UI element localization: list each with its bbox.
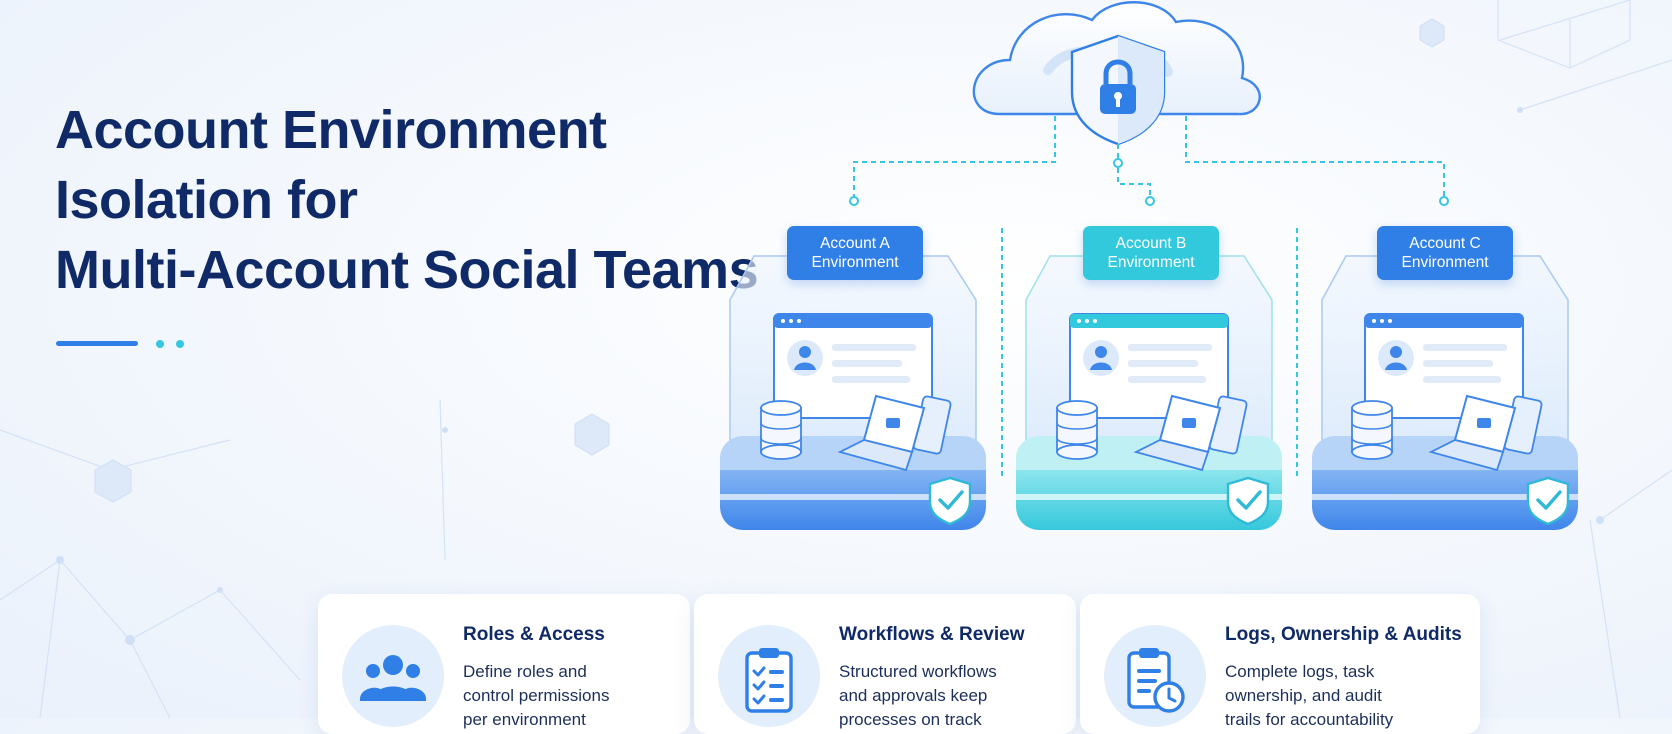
card-desc-line: Define roles and: [463, 662, 587, 681]
environment-a-label: Account A Environment: [787, 226, 923, 280]
environment-b-label: Account B Environment: [1083, 226, 1219, 280]
card-desc-line: control permissions: [463, 686, 610, 705]
environment-b-label-line1: Account B: [1115, 235, 1187, 252]
environment-c-label: Account C Environment: [1377, 226, 1513, 280]
card-title: Roles & Access: [463, 624, 605, 645]
isolation-diagram: [720, 1, 1578, 530]
feature-card-workflows: Workflows & Review Structured workflows …: [694, 594, 1076, 734]
users-icon: [342, 625, 444, 727]
title-underline: [56, 341, 138, 346]
shield-check-icon: [1526, 476, 1570, 526]
feature-card-logs: Logs, Ownership & Audits Complete logs, …: [1080, 594, 1480, 734]
title-dot: [156, 340, 164, 348]
shield-lock-icon: [1070, 34, 1166, 146]
laptop-phone-icon: [1133, 394, 1248, 472]
clipboard-checklist-icon: [718, 625, 820, 727]
environment-c-label-line2: Environment: [1401, 254, 1489, 271]
card-desc-line: Structured workflows: [839, 662, 997, 681]
environment-c-platform: [1312, 255, 1578, 530]
environment-b-label-line2: Environment: [1107, 254, 1195, 271]
card-desc-line: processes on track: [839, 710, 982, 729]
environment-a-label-line2: Environment: [811, 254, 899, 271]
card-desc-line: trails for accountability: [1225, 710, 1394, 729]
card-desc-line: ownership, and audit: [1225, 686, 1382, 705]
card-desc-line: Complete logs, task: [1225, 662, 1375, 681]
page-title: Account Environment Isolation for Multi-…: [55, 95, 759, 305]
database-icon: [1056, 400, 1098, 460]
laptop-phone-icon: [1428, 394, 1543, 472]
title-line-2: Isolation for: [55, 170, 358, 230]
environment-a-platform: [720, 255, 986, 530]
card-description: Structured workflows and approvals keep …: [839, 660, 1039, 732]
shield-check-icon: [1226, 476, 1270, 526]
card-description: Define roles and control permissions per…: [463, 660, 663, 732]
card-desc-line: per environment: [463, 710, 586, 729]
database-icon: [1351, 400, 1393, 460]
title-line-3: Multi-Account Social Teams: [55, 240, 759, 300]
environment-b-platform: [1016, 255, 1282, 530]
environment-c-label-line1: Account C: [1409, 235, 1481, 252]
database-icon: [760, 400, 802, 460]
shield-check-icon: [928, 476, 972, 526]
card-title: Workflows & Review: [839, 624, 1025, 645]
title-dot: [176, 340, 184, 348]
laptop-phone-icon: [837, 394, 952, 472]
feature-card-roles: Roles & Access Define roles and control …: [318, 594, 690, 734]
environment-a-label-line1: Account A: [820, 235, 890, 252]
background-network-decoration: [0, 0, 1672, 718]
title-line-1: Account Environment: [55, 100, 607, 160]
card-desc-line: and approvals keep: [839, 686, 988, 705]
card-description: Complete logs, task ownership, and audit…: [1225, 660, 1425, 732]
log-clock-icon: [1104, 625, 1206, 727]
card-title: Logs, Ownership & Audits: [1225, 624, 1462, 645]
feature-cards: Roles & Access Define roles and control …: [318, 594, 1480, 734]
